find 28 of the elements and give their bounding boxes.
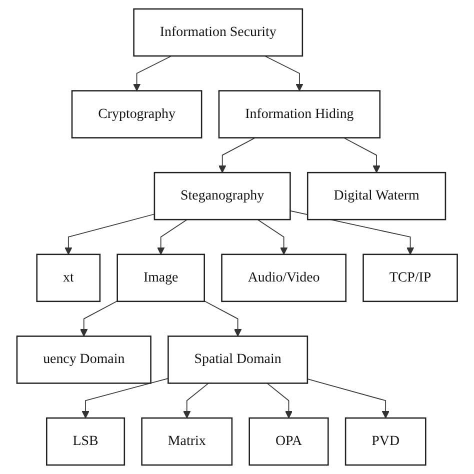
node-box: OPA [248,417,329,466]
arrow [182,382,209,418]
arrow [306,378,390,418]
arrow [132,56,172,92]
arrow [343,137,380,173]
arrow [218,137,256,173]
node-box: Steganography [154,172,291,220]
node-box: Image [116,254,205,302]
node-box: Spatial Domain [167,336,308,384]
arrow [64,214,155,255]
arrow [264,56,304,92]
arrow [204,300,242,337]
node-box: uency Domain [16,336,152,384]
node-box: Information Security [133,8,303,57]
node-box: Information Hiding [218,90,380,138]
arrow [266,382,292,418]
arrow [82,378,168,418]
node-box: xt [36,254,100,302]
node-box: Digital Waterm [306,172,446,220]
arrow [257,219,288,255]
node-box: Matrix [141,417,232,466]
node-box: PVD [344,417,426,466]
node-box: Audio/Video [220,254,346,302]
node-box: Cryptography [71,90,202,138]
arrow [80,300,118,337]
node-box: TCP/IP [362,254,458,302]
arrow [156,219,188,255]
node-box: LSB [46,417,125,466]
